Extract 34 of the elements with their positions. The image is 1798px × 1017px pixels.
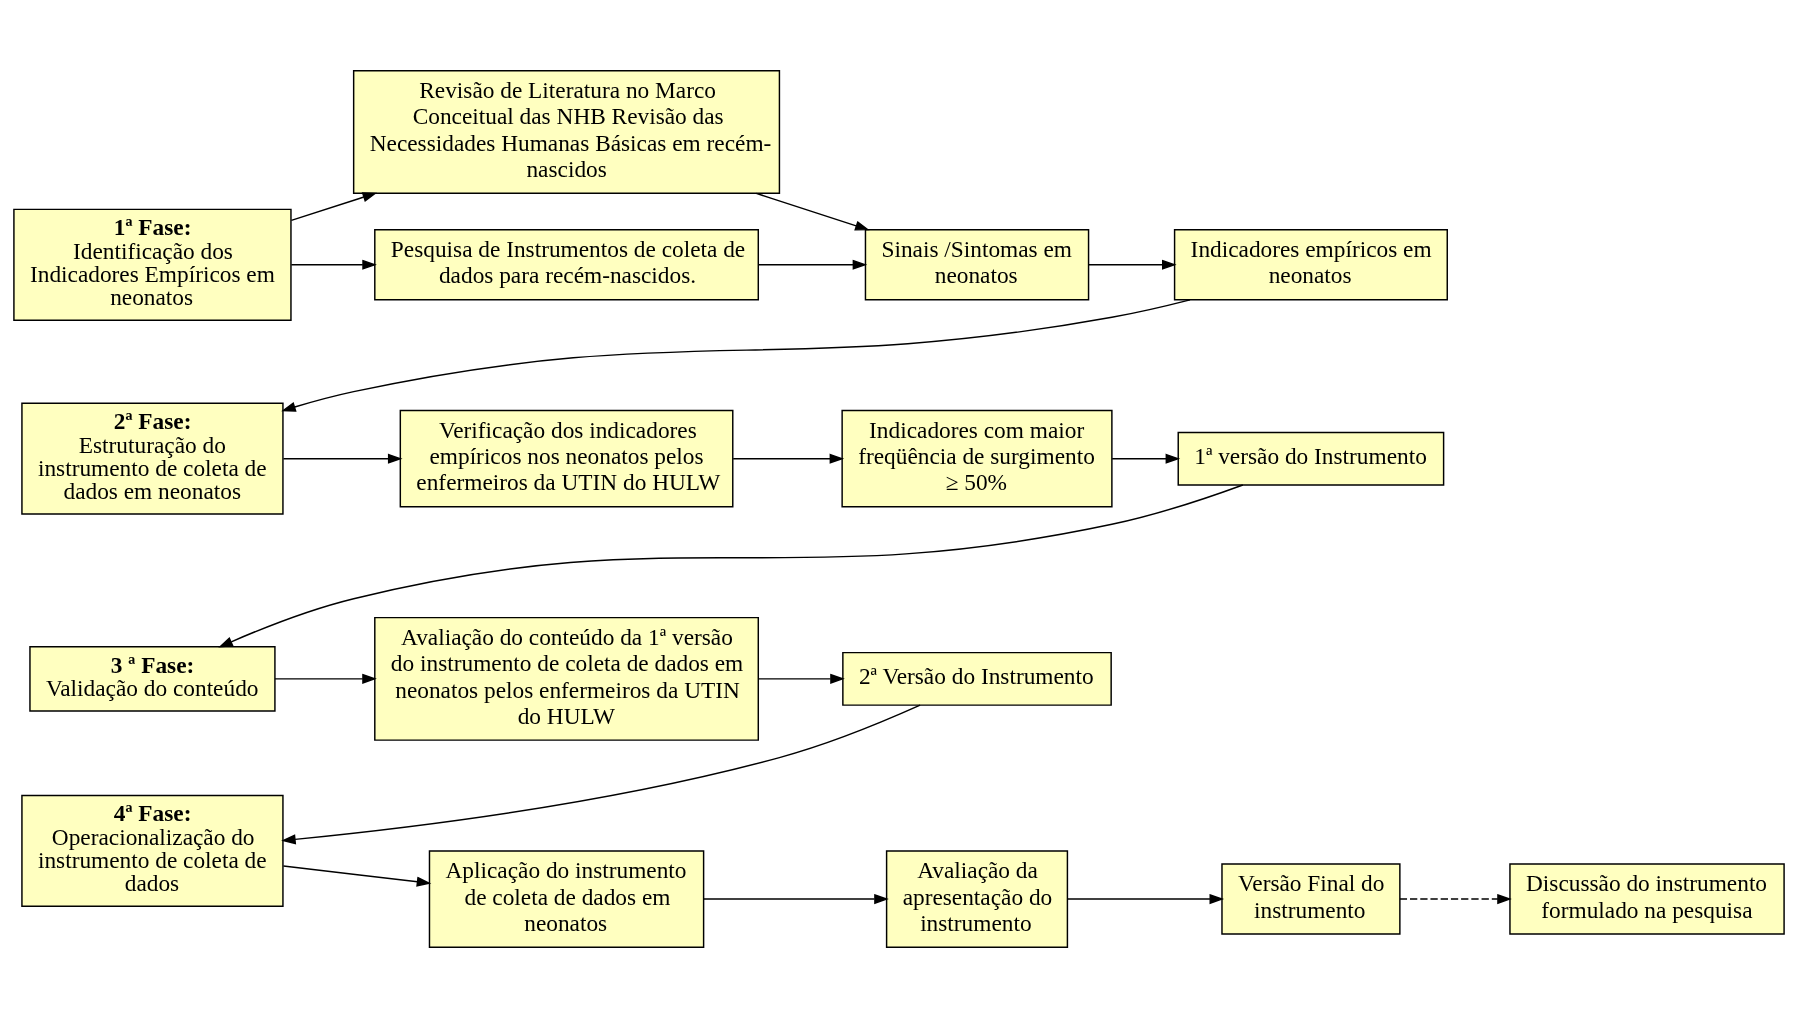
arrow bbox=[1066, 893, 1225, 904]
arrow bbox=[282, 453, 403, 464]
arrow bbox=[757, 259, 868, 270]
arrow bbox=[1111, 453, 1181, 464]
arrow bbox=[290, 259, 377, 270]
arrow bbox=[282, 864, 432, 887]
node-box: Avaliação da apresentação do instrumento bbox=[885, 849, 1069, 948]
node-box: 3 ª Fase: Validação do conteúdo bbox=[29, 645, 276, 712]
arrow bbox=[755, 192, 870, 231]
arrow bbox=[757, 673, 845, 684]
arrow bbox=[281, 703, 921, 844]
node-box: Revisão de Literatura no Marco Conceitual das NHB Revisão das Necessidades Humanas Básicas em recém-nascidos bbox=[352, 69, 781, 194]
node-box: 1ª Fase: Identificação dos Indicadores Empíricos em neonatos bbox=[13, 208, 292, 321]
node-box: Indicadores empíricos em neonatos bbox=[1173, 228, 1448, 300]
arrow bbox=[290, 191, 378, 221]
node-box: Indicadores com maior freqüência de surgimento ≥ 50% bbox=[841, 409, 1113, 508]
arrow bbox=[732, 453, 845, 464]
node-box: 4ª Fase: Operacionalização do instrumento de coleta de dados bbox=[21, 794, 284, 907]
arrow bbox=[1399, 893, 1512, 904]
node-box: Pesquisa de Instrumentos de coleta de dados para recém-nascidos. bbox=[374, 228, 759, 300]
node-box: Versão Final do instrumento bbox=[1221, 862, 1401, 935]
arrow bbox=[218, 483, 1244, 648]
node-box: Aplicação do instrumento de coleta de dados em neonatos bbox=[428, 849, 705, 948]
node-box: Sinais /Sintomas em neonatos bbox=[864, 228, 1090, 300]
arrow bbox=[1087, 259, 1177, 270]
node-box: Avaliação do conteúdo da 1ª versão do instrumento de coleta de dados em neonatos pelos enfermeiros da UTIN do HULW bbox=[374, 616, 759, 741]
arrow bbox=[274, 673, 377, 684]
node-box: Discussão do instrumento formulado na pesquisa bbox=[1509, 862, 1785, 935]
node-box: 2ª Fase: Estruturação do instrumento de coleta de dados em neonatos bbox=[21, 402, 284, 515]
arrow bbox=[703, 893, 889, 904]
arrow bbox=[281, 298, 1191, 412]
node-box: 2ª Versão do Instrumento bbox=[842, 651, 1112, 706]
node-box: 1ª versão do Instrumento bbox=[1177, 431, 1445, 486]
node-box: Verificação dos indicadores empíricos nos neonatos pelos enfermeiros da UTIN do HULW bbox=[399, 409, 734, 508]
